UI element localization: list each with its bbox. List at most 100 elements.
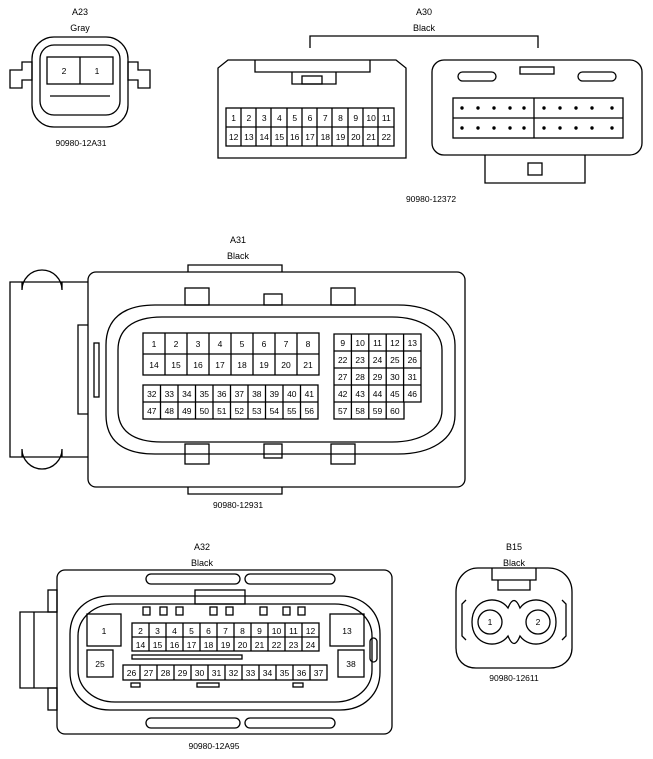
a32-pin: 27 (144, 668, 154, 678)
a32-pin: 34 (263, 668, 273, 678)
a31-pin: 45 (390, 389, 400, 399)
connector-b15 (455, 567, 573, 669)
a32-pin: 16 (170, 640, 180, 650)
a31-pin: 32 (147, 389, 157, 399)
a32-pin: 5 (189, 626, 194, 636)
a32-pin: 4 (172, 626, 177, 636)
a30-color: Black (413, 23, 436, 33)
a31-pin: 11 (373, 338, 382, 348)
a31-pin: 19 (259, 360, 269, 370)
a31-pin: 55 (287, 406, 297, 416)
a30-pin: 16 (290, 132, 300, 142)
labels-a23: A23 Gray 2 1 90980-12A31 (55, 7, 106, 148)
a31-pin: 4 (218, 339, 223, 349)
a30-part-number: 90980-12372 (406, 194, 456, 204)
a32-pin: 17 (187, 640, 197, 650)
a30-pin: 3 (262, 113, 267, 123)
a32-pin: 35 (280, 668, 290, 678)
a31-pin: 1 (152, 339, 157, 349)
a32-pin: 3 (155, 626, 160, 636)
a31-pin: 17 (215, 360, 225, 370)
a30-pin: 20 (351, 132, 361, 142)
a31-pin: 5 (240, 339, 245, 349)
a32-part-number: 90980-12A95 (188, 741, 239, 751)
a30-id: A30 (416, 7, 432, 17)
a31-pin: 26 (408, 355, 418, 365)
a31-color: Black (227, 251, 250, 261)
a31-pin: 30 (390, 372, 400, 382)
a31-pin: 22 (338, 355, 348, 365)
a31-pin: 23 (355, 355, 365, 365)
connector-a30-front (217, 59, 407, 159)
b15-color: Black (503, 558, 526, 568)
a32-pin: 9 (257, 626, 262, 636)
a32-large-pin: 1 (102, 626, 107, 636)
a31-part-number: 90980-12931 (213, 500, 263, 510)
a31-pin: 42 (338, 389, 348, 399)
b15-pin: 1 (488, 617, 493, 627)
a30-pin: 10 (366, 113, 376, 123)
a31-pin: 16 (193, 360, 203, 370)
a32-large-pin: 25 (95, 659, 105, 669)
a31-pin: 15 (171, 360, 181, 370)
a31-pin: 9 (340, 338, 345, 348)
a32-pin: 32 (229, 668, 239, 678)
a32-pin: 11 (289, 626, 298, 636)
connector-a32 (19, 569, 393, 735)
a32-pin: 6 (206, 626, 211, 636)
connector-a23 (9, 36, 151, 128)
a32-pin: 24 (306, 640, 316, 650)
a30-pin: 1 (231, 113, 236, 123)
a31-pin: 8 (306, 339, 311, 349)
a31-pin: 21 (303, 360, 313, 370)
a32-color: Black (191, 558, 214, 568)
a31-pin: 24 (373, 355, 383, 365)
a31-pin: 13 (408, 338, 418, 348)
a31-pin: 59 (373, 406, 383, 416)
a32-pin: 29 (178, 668, 188, 678)
a31-pin: 33 (165, 389, 175, 399)
b15-part-number: 90980-12611 (489, 673, 539, 683)
a31-pin: 3 (196, 339, 201, 349)
a31-pin: 34 (182, 389, 192, 399)
a32-pin: 22 (272, 640, 282, 650)
a32-pin: 31 (212, 668, 222, 678)
a32-pin: 33 (246, 668, 256, 678)
a30-pin: 4 (277, 113, 282, 123)
a32-id: A32 (194, 542, 210, 552)
a30-pin: 22 (382, 132, 392, 142)
a31-pin: 14 (149, 360, 159, 370)
a31-pin: 29 (373, 372, 383, 382)
a31-pin: 39 (270, 389, 280, 399)
a30-pin: 8 (338, 113, 343, 123)
a31-pin: 10 (355, 338, 365, 348)
a31-pin: 58 (355, 406, 365, 416)
a30-pin: 21 (366, 132, 376, 142)
connector-a30-bracket (309, 35, 539, 48)
a31-pin: 37 (235, 389, 245, 399)
a32-pin: 18 (204, 640, 214, 650)
a30-pin: 9 (353, 113, 358, 123)
a31-pin: 40 (287, 389, 297, 399)
a31-pin: 54 (270, 406, 280, 416)
a31-pin: 25 (390, 355, 400, 365)
a31-pin: 2 (174, 339, 179, 349)
a23-part-number: 90980-12A31 (55, 138, 106, 148)
a31-pin: 35 (200, 389, 210, 399)
a30-pin: 5 (292, 113, 297, 123)
a31-pin: 38 (252, 389, 262, 399)
a31-pin: 20 (281, 360, 291, 370)
a23-color: Gray (70, 23, 90, 33)
a32-pin: 10 (272, 626, 282, 636)
a30-pin: 11 (382, 113, 391, 123)
a30-pin: 14 (259, 132, 269, 142)
a31-pin: 50 (200, 406, 210, 416)
a32-pin: 14 (136, 640, 146, 650)
a31-id: A31 (230, 235, 246, 245)
a31-pin: 47 (147, 406, 157, 416)
